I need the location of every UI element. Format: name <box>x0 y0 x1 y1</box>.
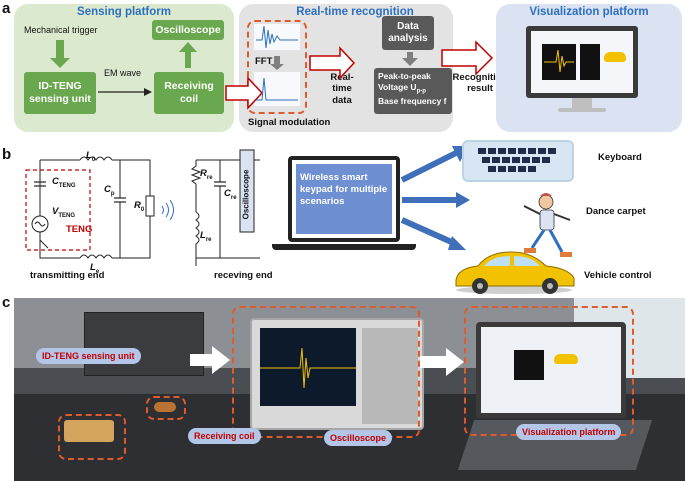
photo-laptop-car <box>554 354 578 364</box>
cteng-label: CTENG <box>52 176 76 189</box>
scenario-arrows <box>400 146 470 250</box>
photo-visualization-label: Visualization platform <box>516 424 622 440</box>
em-wave-label: EM wave <box>104 68 142 78</box>
fft-label: FFT <box>255 56 273 67</box>
panel-letter-b: b <box>2 146 12 163</box>
arrow-recognition-result <box>441 40 494 76</box>
coil-highlight <box>146 396 186 420</box>
signal-modulation-frame <box>247 20 307 114</box>
sensing-platform-title: Sensing platform <box>77 6 171 18</box>
arrow-fft-down <box>270 56 284 70</box>
photo-oscilloscope-screen <box>260 328 356 406</box>
mechanical-trigger-label: Mechanical trigger <box>24 25 98 35</box>
keypad-label: Wireless smart keypad for multiple scena… <box>300 172 388 207</box>
teng-dashed-box <box>25 169 91 251</box>
teng-highlight <box>58 414 126 460</box>
inductor-lre <box>195 211 200 266</box>
arrow-teng-to-scope <box>190 346 230 374</box>
photo-oscilloscope-wave <box>260 347 356 389</box>
monitor-car-icon <box>604 52 626 62</box>
panel-letter-a: a <box>2 0 11 17</box>
car-image <box>455 251 575 294</box>
r0-label: R0 <box>134 200 145 213</box>
arrow-trigger-down <box>50 40 70 68</box>
receiving-end-label: receving end <box>214 270 273 281</box>
lab-photo <box>14 298 685 481</box>
analysis-results-box: Peak-to-peak Voltage Up-p Base frequency… <box>374 68 452 114</box>
keypad-box <box>296 164 392 234</box>
arrow-to-recognition <box>225 76 264 110</box>
monitor-chart-2 <box>580 44 600 80</box>
arrow-realtime-data <box>309 46 356 80</box>
keyboard-keys <box>478 148 556 172</box>
arrow-data-analysis-down <box>402 52 418 66</box>
peak-to-peak-label: Peak-to-peak <box>378 71 431 81</box>
resistor-rre <box>190 160 202 190</box>
laptop-base <box>272 244 416 250</box>
oscilloscope-box: Oscilloscope <box>152 20 224 40</box>
realtime-data-label: Real-time data <box>330 72 354 106</box>
lre-label: Lre <box>200 230 212 243</box>
cre-label: Cre <box>224 188 237 201</box>
monitor-base <box>558 108 606 112</box>
id-teng-box: ID-TENG sensing unit <box>24 72 96 114</box>
photo-receiving-coil-label: Receiving coil <box>188 428 261 444</box>
teng-label: TENG <box>66 224 93 235</box>
arrow-coil-up <box>179 42 197 68</box>
inductor-l0 <box>79 156 113 161</box>
dance-carpet-label: Dance carpet <box>586 206 646 217</box>
photo-coil <box>154 402 176 412</box>
photo-id-teng-label: ID-TENG sensing unit <box>36 348 141 364</box>
inductor-le <box>79 254 113 259</box>
visualization-title: Visualization platform <box>529 6 649 18</box>
resistor-r0 <box>145 195 155 217</box>
le-label: Le <box>90 262 100 275</box>
photo-laptop-screen <box>476 322 626 418</box>
signal-wave-top <box>256 25 298 49</box>
vehicle-control-label: Vehicle control <box>584 270 652 281</box>
dancer-image <box>523 193 572 257</box>
vteng-label: VTENG <box>52 206 76 219</box>
l0-label: L0 <box>86 150 96 163</box>
circuit-oscilloscope-label: Oscilloscope <box>241 169 251 220</box>
circuit-diagram <box>25 149 260 266</box>
receiving-coil-box: Receiving coil <box>154 72 224 114</box>
photo-arrows <box>190 346 464 376</box>
photo-equipment-box <box>84 312 204 376</box>
photo-teng-device <box>64 420 114 442</box>
photo-oscilloscope-label: Oscilloscope <box>324 430 393 446</box>
panel-a-arrows <box>50 25 574 110</box>
signal-modulation-label: Signal modulation <box>248 117 331 128</box>
photo-laptop-chart <box>514 350 544 380</box>
rre-label: Rre <box>200 168 213 181</box>
signal-wave-bottom <box>256 77 298 101</box>
voltage-label: Voltage Up-p <box>378 82 426 96</box>
recognition-result-label: Recognition result <box>452 72 508 95</box>
arrow-scope-to-laptop <box>420 348 464 376</box>
keyboard-label: Keyboard <box>598 152 642 163</box>
circuit-oscilloscope-box <box>239 149 255 233</box>
transmitting-end-label: transmitting end <box>30 270 105 281</box>
cp-label: Cp <box>104 184 115 197</box>
photo-oscilloscope-panel <box>362 328 418 424</box>
base-frequency-label: Base frequency f <box>378 96 447 107</box>
recognition-title: Real-time recognition <box>296 6 414 18</box>
monitor-stand <box>572 98 592 108</box>
data-analysis-box: Data analysis <box>382 16 434 50</box>
panel-letter-c: c <box>2 294 11 311</box>
monitor-wave <box>544 49 574 73</box>
